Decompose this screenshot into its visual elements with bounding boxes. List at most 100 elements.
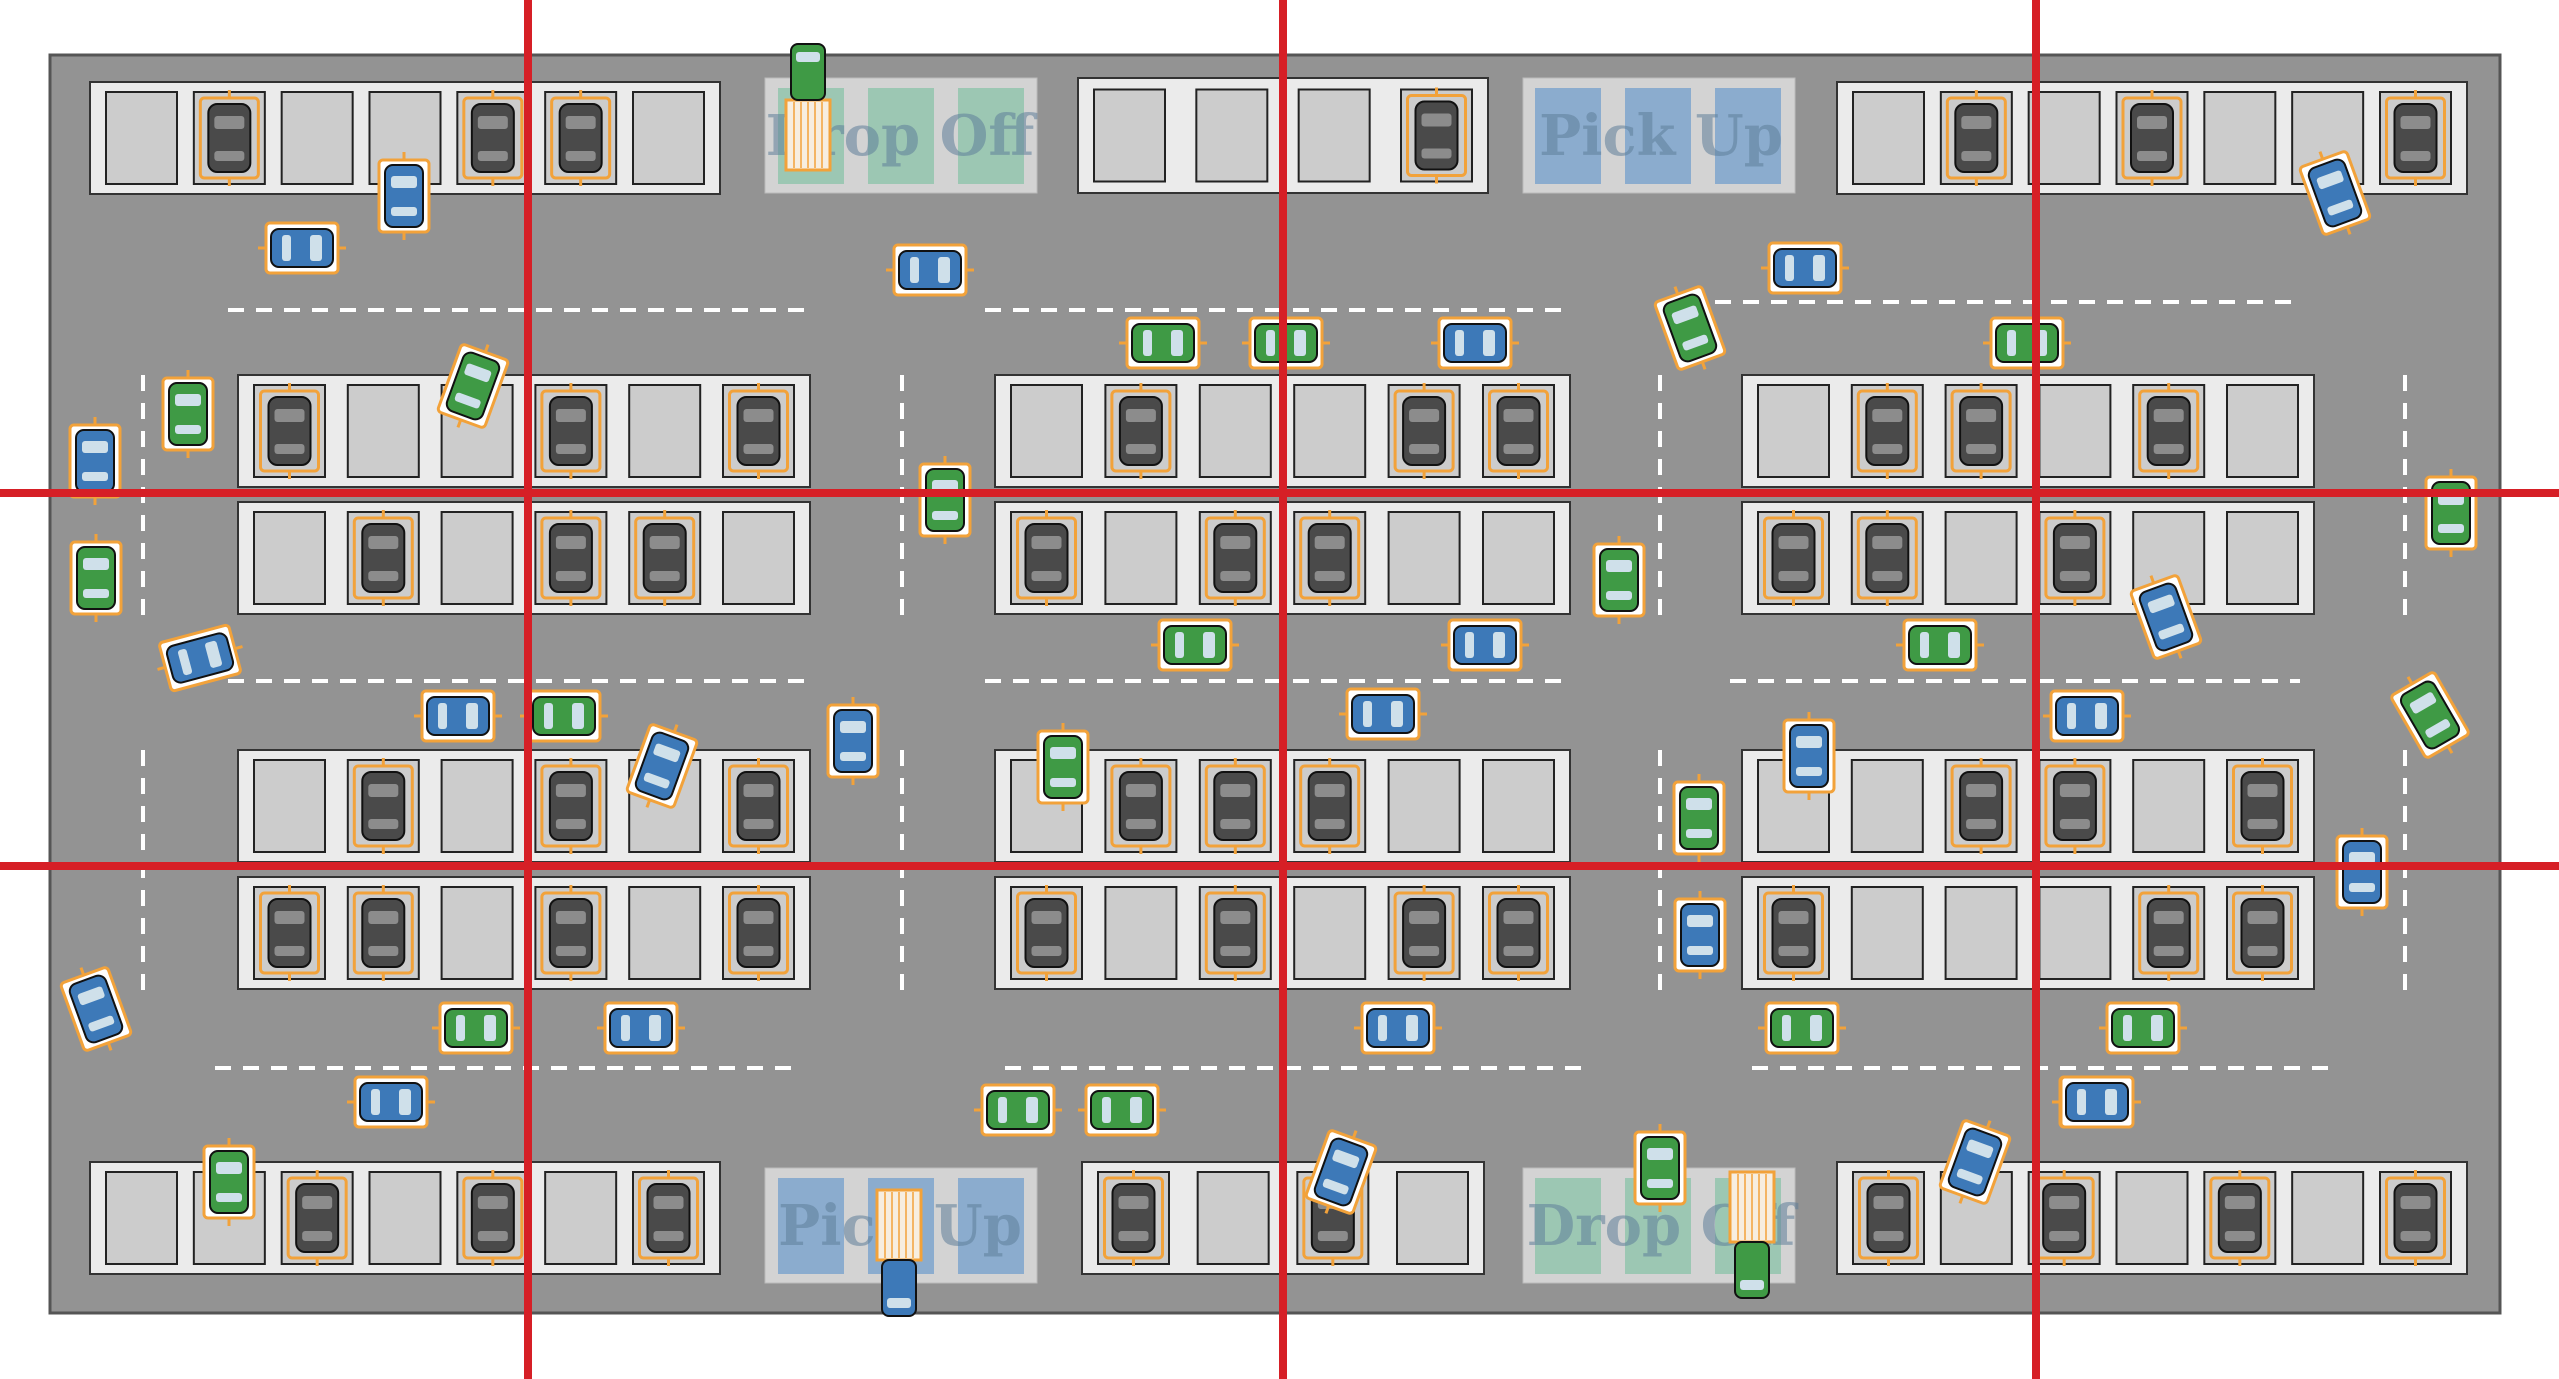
- parked-car-icon: [1945, 90, 2007, 186]
- car-halo: [550, 96, 612, 180]
- truck-windshield: [1740, 1280, 1764, 1290]
- car-body: [1679, 786, 1719, 850]
- green-car-icon: [1119, 316, 1207, 370]
- car-rear-window: [2158, 623, 2185, 640]
- car-body: [1163, 625, 1227, 665]
- car-windshield: [2151, 1015, 2163, 1041]
- parking-stall: [1852, 91, 1925, 185]
- parking-stall: [346, 384, 420, 478]
- car-rear-window: [274, 444, 305, 454]
- car-body: [634, 731, 690, 801]
- car-windshield: [484, 1015, 496, 1041]
- parking-stall: [440, 759, 514, 853]
- car-windshield: [2247, 911, 2278, 924]
- car-rear-window: [1796, 767, 1822, 776]
- parking-stall: [1387, 759, 1461, 853]
- car-windshield: [1314, 784, 1345, 797]
- car-windshield: [1118, 1196, 1149, 1209]
- car-body: [444, 1008, 508, 1048]
- parking-stall: [1010, 384, 1083, 478]
- parked-car-icon: [462, 1170, 524, 1266]
- car-rear-window: [2327, 199, 2354, 216]
- car-rear-window: [2153, 946, 2184, 956]
- parked-car-icon: [1406, 87, 1467, 184]
- car-body: [1496, 396, 1541, 466]
- delivery-truck-icon: [875, 1188, 923, 1317]
- blue-car-icon: [826, 697, 880, 785]
- car-body: [2138, 582, 2194, 652]
- car-body: [1770, 1008, 1834, 1048]
- car-windshield: [1503, 409, 1534, 422]
- car-body: [470, 1183, 515, 1253]
- parking-island: [1741, 749, 2315, 863]
- parking-stall: [2038, 384, 2112, 478]
- car-windshield: [1872, 536, 1903, 549]
- car-body: [1865, 523, 1910, 593]
- parked-car-icon: [1856, 383, 1918, 479]
- car-body: [68, 974, 124, 1044]
- car-windshield: [368, 784, 399, 797]
- car-windshield: [2247, 784, 2278, 797]
- parked-car-icon: [1856, 510, 1918, 606]
- parking-stall: [253, 759, 326, 853]
- parking-stall: [1387, 511, 1461, 605]
- pickup-zone-slot: [958, 1178, 1024, 1274]
- car-body: [2052, 771, 2097, 841]
- car-windshield: [77, 986, 105, 1006]
- car-windshield: [2400, 1196, 2431, 1209]
- car-halo: [1103, 1176, 1164, 1260]
- car-rear-window: [214, 151, 245, 161]
- car-rear-window: [1782, 1015, 1791, 1041]
- car-rear-window: [82, 472, 108, 481]
- car-windshield: [2137, 116, 2167, 129]
- car-halo: [2385, 96, 2446, 180]
- car-rear-window: [1687, 946, 1713, 955]
- parked-car-icon: [1016, 510, 1077, 606]
- car-windshield: [2400, 116, 2431, 129]
- blue-car-icon: [2335, 828, 2389, 916]
- car-halo: [352, 891, 414, 975]
- car-body: [1118, 771, 1163, 841]
- car-body: [1954, 103, 1999, 173]
- car-rear-window: [1314, 819, 1345, 829]
- car-halo: [728, 764, 789, 848]
- car-body: [1771, 898, 1816, 968]
- parked-car-icon: [1393, 885, 1455, 981]
- car-body: [1313, 1137, 1369, 1207]
- car-windshield: [216, 1162, 242, 1174]
- car-body: [359, 1082, 423, 1122]
- parked-car-icon: [728, 383, 789, 479]
- car-halo: [1110, 764, 1172, 848]
- car-body: [736, 771, 781, 841]
- car-windshield: [1872, 409, 1903, 422]
- parking-stall: [1093, 88, 1166, 183]
- green-car-icon: [69, 534, 123, 622]
- car-windshield: [2224, 1196, 2255, 1209]
- parking-stall: [1196, 1171, 1270, 1265]
- car-body: [2130, 103, 2174, 173]
- car-rear-window: [555, 819, 586, 829]
- car-windshield: [477, 116, 508, 129]
- car-halo: [1204, 764, 1266, 848]
- car-halo: [259, 891, 320, 975]
- car-windshield: [1406, 1015, 1418, 1041]
- car-rear-window: [2153, 444, 2184, 454]
- dropoff-zone-slot: [958, 88, 1024, 184]
- car-windshield: [2153, 911, 2184, 924]
- car-rear-window: [555, 571, 586, 581]
- car-rear-window: [438, 703, 447, 729]
- car-windshield: [310, 235, 322, 261]
- car-halo: [1204, 516, 1266, 600]
- car-rear-window: [1778, 571, 1809, 581]
- car-rear-window: [1175, 632, 1184, 658]
- car-rear-window: [565, 151, 596, 161]
- parked-car-icon: [198, 90, 260, 186]
- dropoff-zone-slot: [1535, 1178, 1601, 1274]
- parked-car-icon: [540, 383, 602, 479]
- car-rear-window: [643, 772, 670, 789]
- car-rear-window: [216, 1193, 242, 1202]
- car-rear-window: [302, 1231, 333, 1241]
- parking-island: [1741, 501, 2315, 615]
